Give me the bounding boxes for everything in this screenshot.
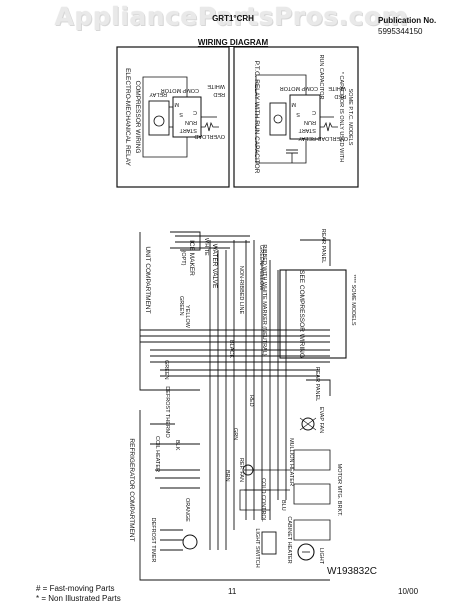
inset1-relay-label: RELAY	[149, 91, 167, 97]
inset-compressor-wiring: START RUN S C M RELAY COMP MOTOR OVERLOA…	[116, 46, 230, 188]
ice-maker-label: ICE MAKER	[188, 240, 195, 276]
inset2-s-label: S	[296, 111, 300, 117]
inset1-s-label: S	[179, 111, 183, 117]
motor-mtg-brkt-label: MOTOR MTG. BRKT.	[336, 464, 342, 517]
inset2-red-label: RED	[334, 93, 346, 99]
non-ribbed-line-label: NON-RIBBED LINE	[238, 266, 244, 315]
wire-label-blu: BLU	[280, 500, 286, 511]
see-compressor-wiring-label: SEE COMPRESSOR WIRING	[298, 270, 305, 358]
wire-label-orange: ORANGE	[184, 498, 190, 522]
inset1-run-label: RUN	[185, 119, 197, 125]
inset1-c-label: C	[193, 109, 197, 115]
inset1-comp-motor-label: COMP MOTOR	[161, 87, 199, 93]
legend-non-illustrated: * = Non Illustrated Parts	[36, 594, 121, 603]
defrost-thermo-label: DEFROST THERMO	[164, 386, 170, 438]
inset2-note-line2: SOME P.T.C. MODELS	[347, 89, 353, 146]
wire-label-white: WHITE	[203, 238, 209, 256]
ref-fan-label: REF. FAN	[238, 458, 244, 482]
inset2-content: START RUN S C M COMP MOTOR OVERLOAD RELA…	[255, 74, 348, 164]
inset2-title: P.T.C. RELAY WITH RUN CAPACITOR	[253, 61, 260, 174]
light-switch-label: LIGHT SWITCH	[254, 528, 260, 567]
publication-number: 5995344150	[378, 27, 423, 36]
inset1-start-label: START	[179, 127, 197, 133]
refrigerator-compartment-boundary	[139, 410, 330, 581]
unit-compartment-boundary	[139, 232, 200, 391]
inset2-run-capacitor-label: RUN CAPACITOR	[318, 54, 324, 99]
drawing-number: W193832C	[327, 566, 378, 577]
inset2-c-label: C	[312, 109, 316, 115]
rear-panel-top-label: REAR PANEL	[320, 229, 326, 263]
model-number: GRT1°CRH	[212, 14, 254, 23]
ice-maker-opt-label: (OPT)	[180, 251, 186, 266]
inset2-white-label: WHITE	[328, 85, 346, 91]
inset2-overload-relay-label: OVERLOAD RELAY	[298, 135, 348, 141]
inset2-comp-motor-label: COMP MOTOR	[280, 85, 318, 91]
inset2-run-label: RUN	[304, 119, 316, 125]
defrost-timer-label: DEFROST TIMER	[150, 518, 156, 563]
page-title: WIRING DIAGRAM	[197, 38, 269, 47]
inset-ptc-relay: START RUN S C M COMP MOTOR OVERLOAD RELA…	[233, 46, 359, 188]
compressor-box	[279, 269, 347, 359]
inset2-m-label: M	[291, 101, 296, 107]
mullion-heater-label: MULLION HEATER	[288, 438, 294, 486]
some-models-label: **** SOME MODELS	[350, 274, 356, 325]
footer-date: 10/00	[398, 587, 419, 596]
inset1-m-label: M	[174, 101, 179, 107]
watermark: AppliancePartsPros.com	[54, 2, 409, 31]
inset1-title: COMPRESSOR WIRING	[134, 81, 141, 154]
cabinet-heater-label: CABINET HEATER	[286, 516, 292, 563]
wire-label-brn: BRN	[224, 470, 230, 482]
cold-control-label: COLD CONTROL	[260, 478, 266, 522]
inset1-subtitle: ELECTRO-MECHANICAL RELAY	[124, 68, 131, 167]
water-valve-label: WATER VALVE	[211, 244, 218, 289]
wire-label-blk: BLK	[174, 440, 180, 451]
unit-compartment-label: UNIT COMPARTMENT	[144, 246, 151, 313]
evap-fan-label: EVAP FAN	[318, 407, 324, 433]
inset1-overload-label: OVERLOAD	[194, 133, 225, 139]
main-labels: UNIT COMPARTMENT REFRIGERATOR COMPARTMEN…	[128, 229, 356, 568]
wire-label-green: GREEN	[178, 296, 184, 316]
coil-heater-label: COIL HEATER	[154, 436, 160, 472]
light-label: LIGHT	[318, 548, 324, 565]
inset2-note-line1: * CAPACITOR IS ONLY USED WITH	[338, 72, 344, 162]
publication-label: Publication No.	[378, 16, 437, 25]
main-schematic	[139, 231, 347, 581]
refrigerator-compartment-label: REFRIGERATOR COMPARTMENT	[128, 438, 135, 541]
rear-panel-bottom-label: REAR PANEL	[314, 367, 320, 401]
wire-label-yellow: YELLOW	[184, 305, 190, 329]
ribbed-line-label: RIBBED WITH WHITE MARKER (NEUTRAL)	[261, 244, 267, 355]
inset1-content: START RUN S C M RELAY COMP MOTOR OVERLOA…	[142, 76, 225, 158]
wire-label-black: BLACK	[228, 340, 234, 358]
wire-label-grn: GRN	[232, 428, 238, 440]
page-number: 11	[228, 587, 237, 596]
wire-label-green-yellow: GREEN/ YELLOW	[258, 245, 264, 291]
wire-label-red: RED	[248, 395, 254, 407]
inset2-start-label: START	[298, 127, 316, 133]
inset1-white-label: WHITE	[207, 83, 225, 89]
legend-fast-moving: # = Fast-moving Parts	[36, 584, 115, 593]
wire-label-green-2: GREEN	[163, 360, 169, 380]
inset1-red-label: RED	[213, 91, 225, 97]
